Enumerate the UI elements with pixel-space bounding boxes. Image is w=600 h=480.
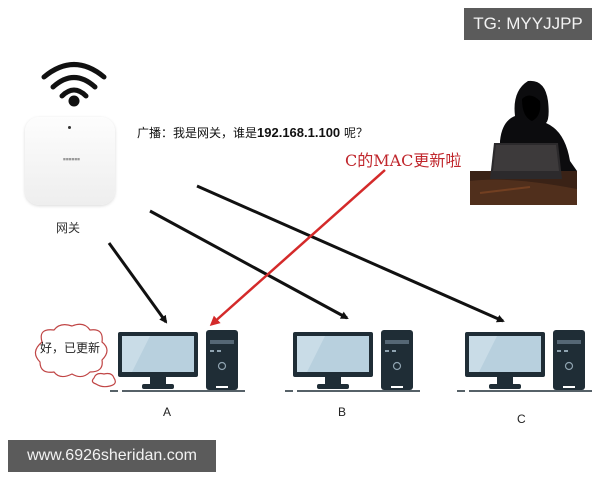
computer-c-icon bbox=[457, 330, 592, 392]
watermark-tg: TG: MYYJJPP bbox=[464, 8, 592, 40]
hacker-image bbox=[470, 71, 577, 205]
router-led bbox=[68, 126, 71, 129]
broadcast-ip: 192.168.1.100 bbox=[257, 125, 341, 140]
spoof-message: C的MAC更新啦 bbox=[345, 151, 462, 170]
computer-c-label: C bbox=[517, 412, 526, 426]
router-brand: ■■■■■■ bbox=[63, 157, 81, 161]
computer-a-label: A bbox=[163, 405, 172, 419]
gateway-label: 网关 bbox=[56, 221, 81, 235]
broadcast-arrow-b bbox=[149, 209, 349, 320]
computer-b-label: B bbox=[338, 405, 347, 419]
broadcast-arrow-c bbox=[196, 184, 505, 323]
broadcast-prefix: 广播：我是网关，谁是 bbox=[137, 126, 258, 140]
wifi-icon bbox=[41, 62, 107, 107]
thought-text: 好，已更新 bbox=[40, 341, 101, 355]
computer-b-icon bbox=[285, 330, 420, 392]
broadcast-text: 广播：我是网关，谁是192.168.1.100 呢？ bbox=[137, 124, 368, 141]
computer-a-icon bbox=[110, 330, 245, 392]
spoof-arrow bbox=[209, 169, 386, 326]
thought-bubble bbox=[34, 323, 116, 388]
broadcast-suffix: 呢？ bbox=[340, 126, 368, 140]
watermark-site: www.6926sheridan.com bbox=[8, 440, 216, 472]
router-icon: ■■■■■■ bbox=[25, 117, 115, 205]
broadcast-arrow-a bbox=[107, 242, 168, 324]
